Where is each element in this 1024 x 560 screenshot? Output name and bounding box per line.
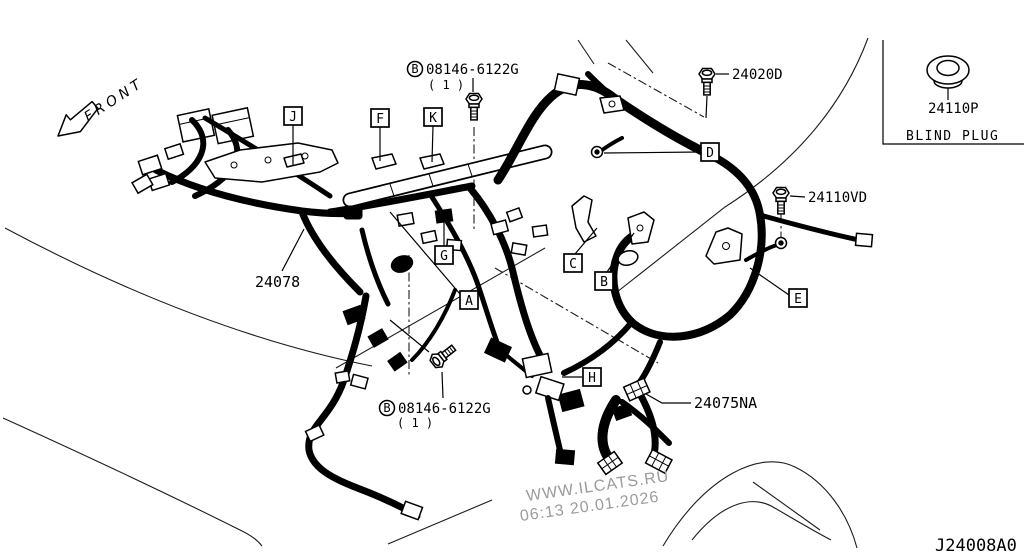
callouts: J F K D G C B A E H: [283, 106, 808, 387]
callout-letter-J: J: [289, 110, 297, 125]
label-24110vd: 24110VD: [772, 186, 867, 215]
part-qty-bottom: ( 1 ): [397, 416, 433, 430]
callout-G: G: [434, 245, 454, 265]
part-number-24075na: 24075NA: [694, 394, 757, 412]
callout-J: J: [283, 106, 303, 126]
part-number-24020d: 24020D: [732, 67, 783, 83]
section-dash-lines: [408, 62, 782, 377]
bolt-icon: [772, 186, 790, 215]
callout-letter-K: K: [429, 111, 437, 126]
callout-letter-F: F: [376, 112, 384, 127]
callout-D: D: [700, 142, 720, 162]
body-outline-lines: [2, 37, 869, 549]
part-number-24110vd: 24110VD: [808, 190, 867, 206]
part-labels: B 08146-6122G ( 1 ) 24020D 24110P BLIND …: [255, 40, 1024, 430]
bolt-icon: [698, 67, 716, 96]
circle-b-marker: B: [383, 401, 390, 415]
blind-plug-legend: 24110P BLIND PLUG: [882, 40, 1024, 145]
circle-b-marker: B: [411, 62, 418, 76]
blind-plug-caption: BLIND PLUG: [906, 129, 999, 144]
callout-H: H: [582, 367, 602, 387]
part-number-24078: 24078: [255, 273, 300, 291]
part-number-24110p: 24110P: [928, 101, 979, 117]
label-24075na: 24075NA: [645, 393, 757, 412]
callout-leaders: [292, 125, 790, 378]
callout-letter-G: G: [440, 249, 448, 264]
watermark: WWW.ILCATS.RU 06:13 20.01.2026: [519, 468, 670, 525]
part-number-08146-bottom: 08146-6122G: [398, 401, 491, 417]
callout-letter-E: E: [794, 292, 802, 307]
callout-K: K: [423, 107, 443, 127]
bolt-icon: [427, 340, 460, 372]
callout-E: E: [788, 288, 808, 308]
bolt-label-bottom: B 08146-6122G ( 1 ): [378, 319, 491, 430]
callout-C: C: [563, 253, 583, 273]
front-label: FRONT: [81, 75, 147, 125]
label-24078: 24078: [255, 228, 305, 291]
label-24020d: 24020D: [698, 67, 783, 119]
part-qty-top: ( 1 ): [428, 78, 464, 92]
front-arrow-icon: [57, 100, 99, 137]
callout-A: A: [459, 290, 479, 310]
front-direction-indicator: FRONT: [57, 75, 147, 137]
callout-letter-B: B: [600, 275, 608, 290]
callout-letter-D: D: [706, 146, 714, 161]
drawing-code: J24008A0: [935, 536, 1017, 556]
callout-F: F: [370, 108, 390, 128]
part-number-08146-top: 08146-6122G: [426, 62, 519, 78]
callout-B: B: [594, 271, 614, 291]
callout-letter-A: A: [465, 294, 473, 309]
bolt-icon: [465, 92, 483, 121]
wiring-harness-illustration: [131, 71, 874, 521]
callout-letter-H: H: [588, 371, 596, 386]
callout-letter-C: C: [569, 257, 577, 272]
bolt-label-top: B 08146-6122G ( 1 ): [406, 60, 519, 121]
